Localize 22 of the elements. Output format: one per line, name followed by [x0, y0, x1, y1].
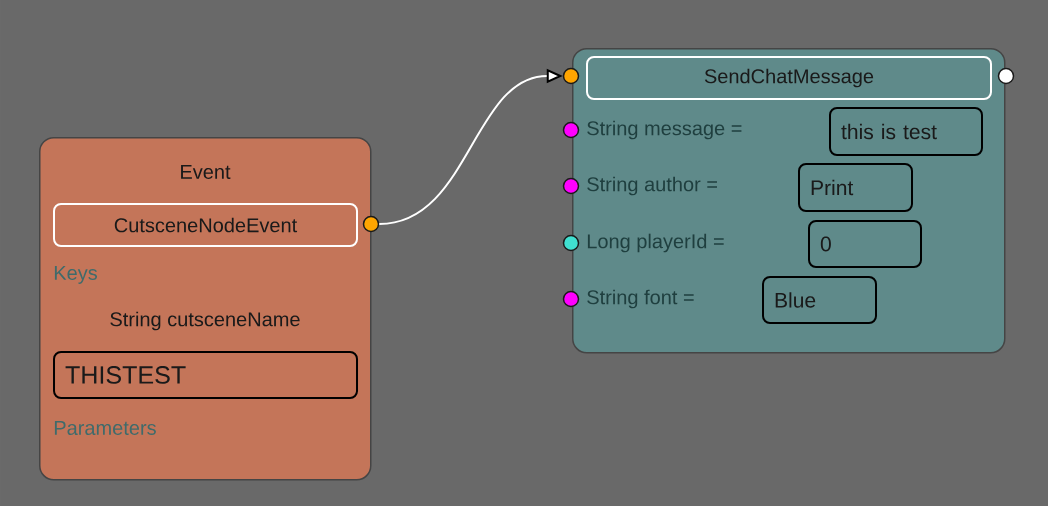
port-circle	[562, 234, 580, 252]
value-field: THISTEST	[53, 351, 358, 399]
port-circle	[362, 215, 380, 233]
field-label: String font =	[587, 289, 694, 309]
field-label: String message =	[587, 120, 742, 140]
section-label: Parameters	[54, 421, 156, 435]
header-box: SendChatMessage	[586, 56, 992, 100]
section-label: Keys	[54, 266, 97, 284]
value-field: 0	[808, 220, 922, 268]
port-circle	[562, 121, 580, 139]
card-title: Event	[181, 165, 231, 179]
port-circle	[562, 177, 580, 195]
port-circle	[562, 67, 580, 85]
port-circle	[562, 290, 580, 308]
field-label: Long playerId =	[587, 233, 724, 253]
value-field: Print	[798, 163, 913, 212]
value-field: Blue	[762, 276, 877, 324]
field-label: String cutsceneName	[110, 311, 300, 331]
value-field: this is test	[829, 107, 983, 156]
header-box: CutsceneNodeEvent	[53, 203, 358, 247]
port-circle	[997, 67, 1015, 85]
field-label: String author =	[587, 176, 717, 196]
